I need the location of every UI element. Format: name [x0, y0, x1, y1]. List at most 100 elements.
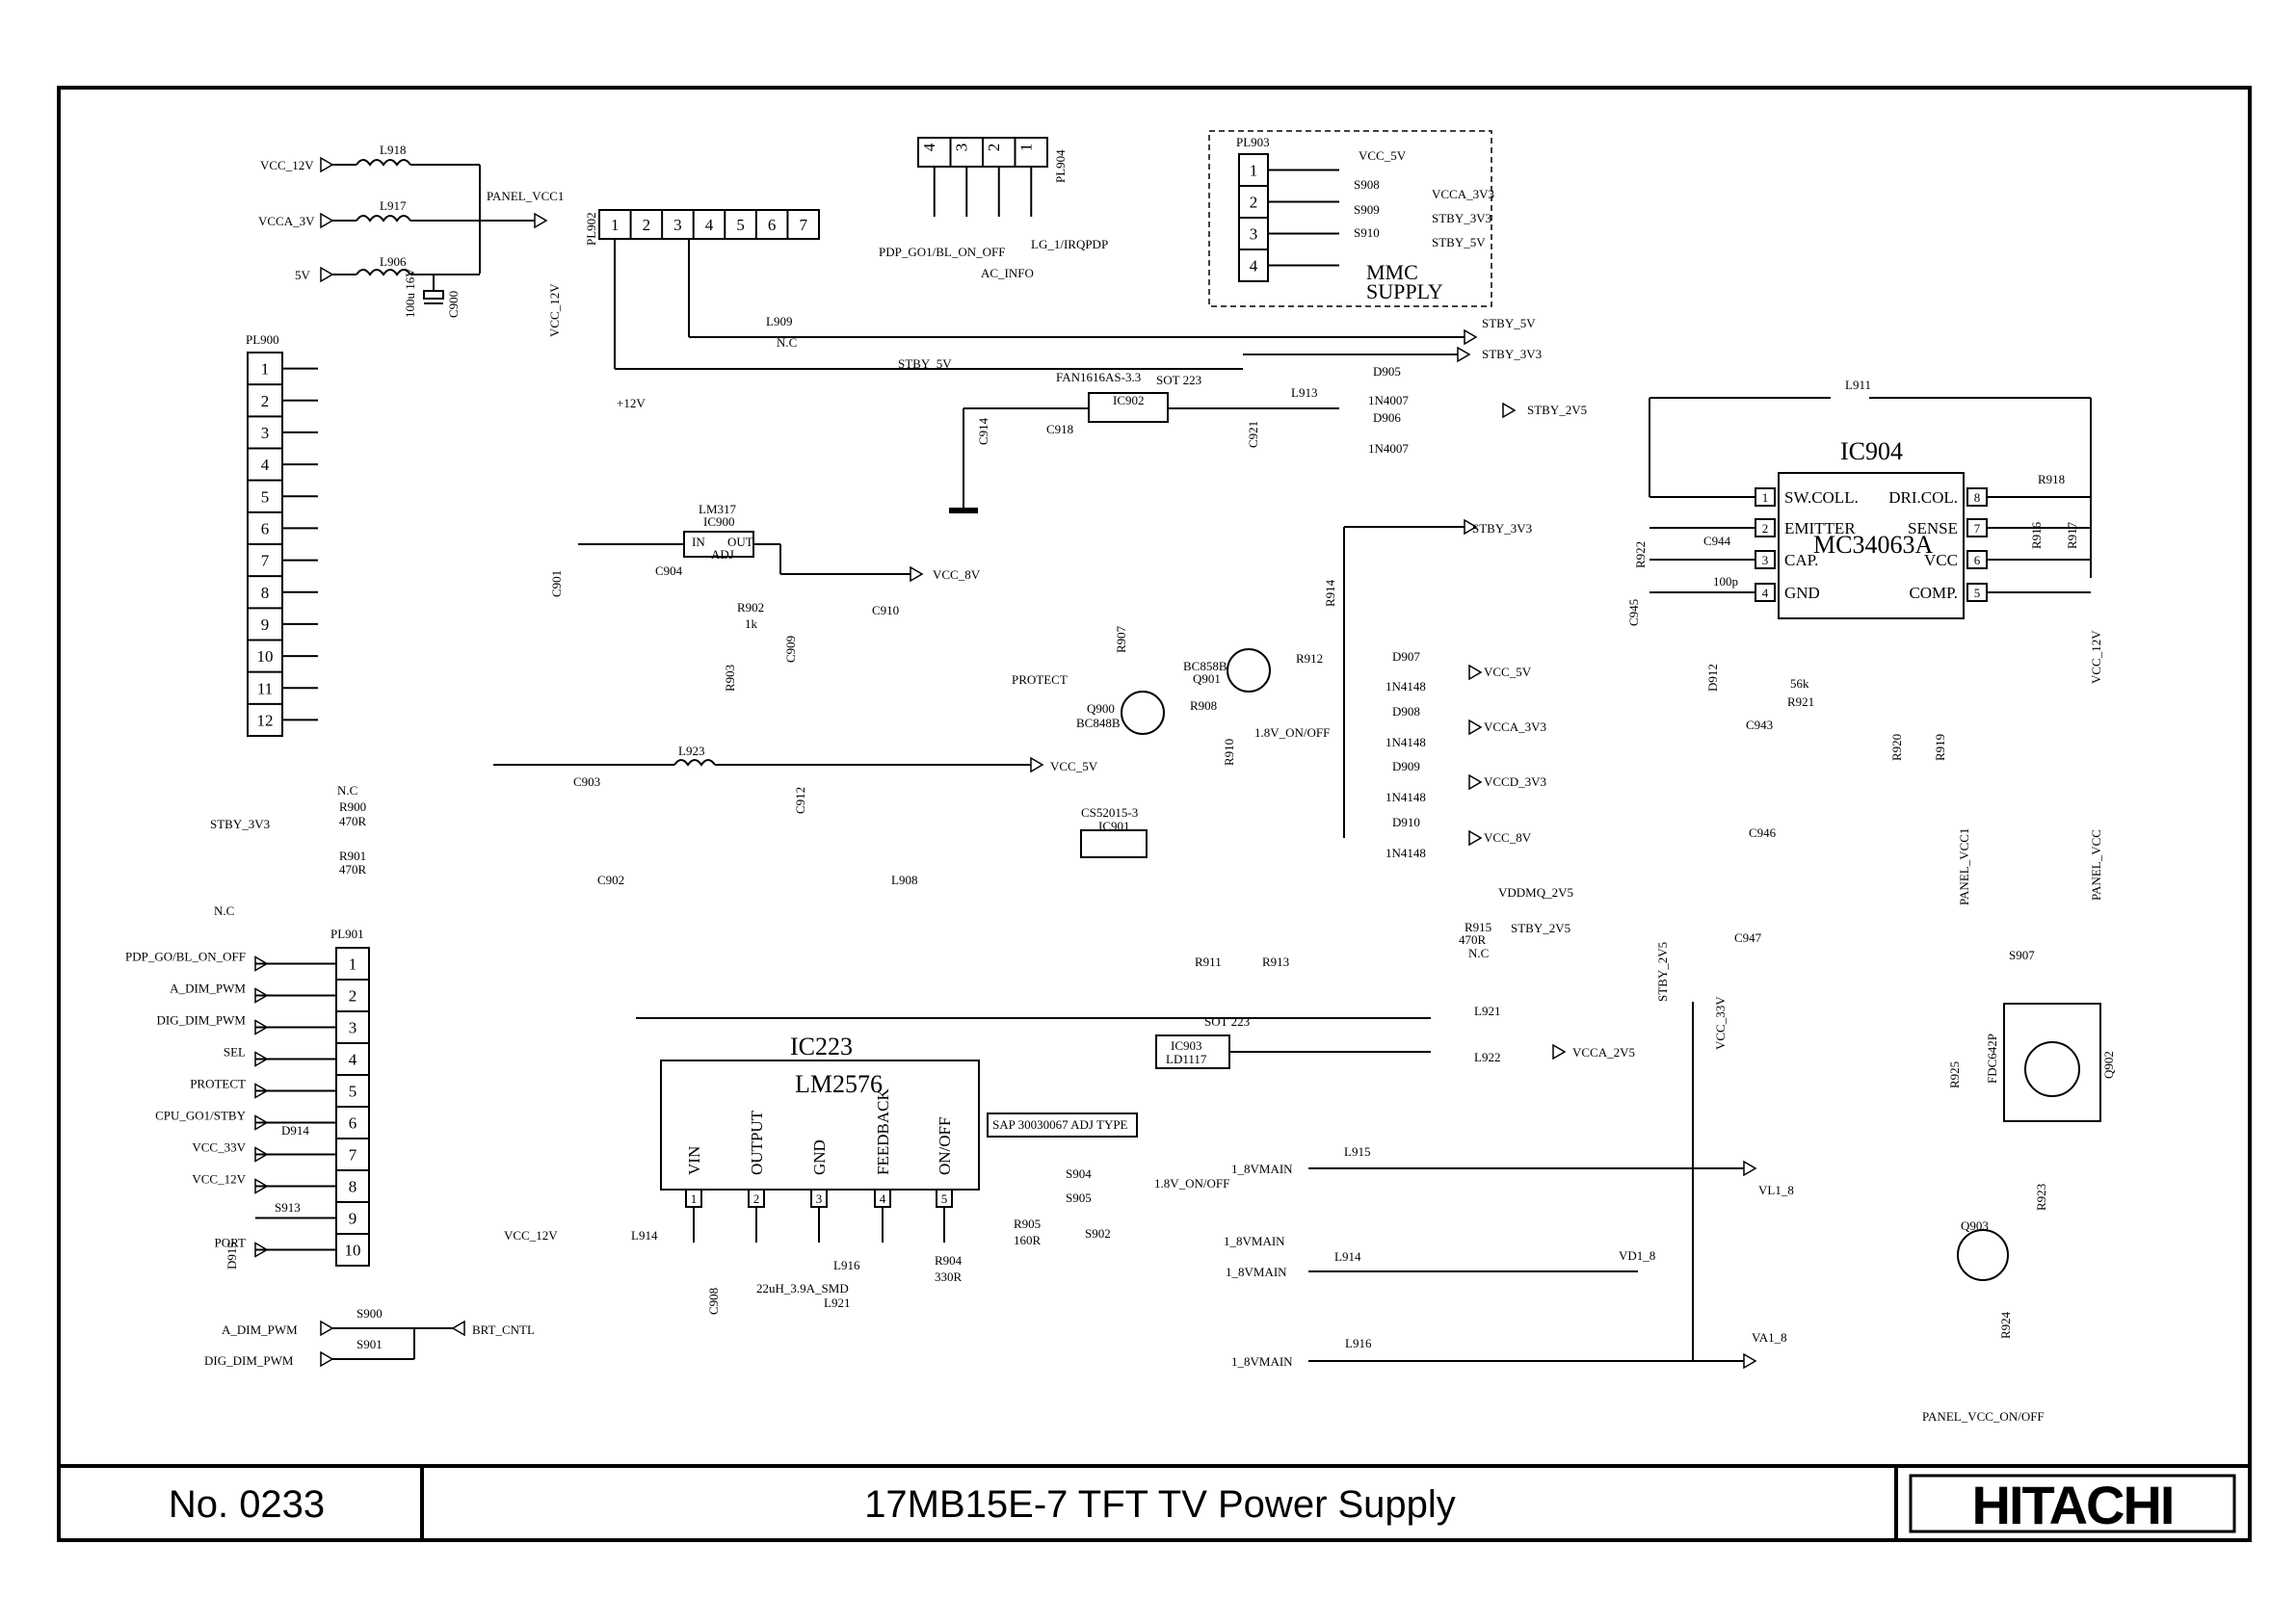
pl902-pin-4: 4 [705, 216, 714, 234]
note-nc-l909: N.C [777, 335, 797, 350]
ic902-package: SOT 223 [1156, 373, 1201, 387]
ic903-part: LD1117 [1166, 1052, 1207, 1066]
ic900-pin-in: IN [692, 535, 705, 549]
ic223-pin-5: 5 [941, 1191, 948, 1206]
diode-d912: D912 [1705, 664, 1720, 692]
net-label-va18: VA1_8 [1752, 1330, 1787, 1345]
ic223-pin-2: 2 [753, 1191, 760, 1206]
note-sap: SAP 30030067 ADJ TYPE [992, 1117, 1128, 1132]
res-r921: R921 [1787, 694, 1814, 709]
jumper-s901: S901 [356, 1337, 383, 1351]
port-arrow [254, 1083, 269, 1099]
cap-c942: C944 [1703, 534, 1731, 548]
net-label-vcc12v: VCC_12V [260, 158, 314, 172]
pl901-pin-4: 4 [349, 1051, 357, 1069]
cap-c900: C900 [446, 291, 461, 318]
res-r924: R924 [1998, 1311, 2013, 1339]
ic223-ref: IC223 [790, 1033, 853, 1060]
pl901-pin-5: 5 [349, 1083, 357, 1101]
port-arrow [254, 1051, 269, 1067]
ic904-pin-name-3: CAP. [1784, 551, 1818, 569]
vcc5v-bus: L923 VCC_5V C912 STBY_3V3 N.C R900 470R … [210, 744, 1098, 887]
diode-d914: D914 [281, 1123, 309, 1138]
net-label-stby3v3-right: STBY_3V3 [1472, 521, 1532, 536]
ic223-part: LM2576 [795, 1070, 883, 1098]
diode-d909: D909 [1392, 759, 1420, 773]
pl900-pin-1: 1 [261, 360, 270, 379]
ic904-pin-8: 8 [1974, 490, 1981, 505]
cap-c901: C901 [549, 570, 564, 597]
pl901-signal-8: VCC_12V [192, 1172, 246, 1187]
net-label-stby2v5-r915: STBY_2V5 [1511, 921, 1570, 935]
pl904-pin-2: 2 [985, 144, 1003, 152]
net-label-vcc33v: VCC_33V [1713, 996, 1728, 1050]
diode-d906: D906 [1373, 410, 1401, 425]
ic904-pin-2: 2 [1762, 521, 1769, 536]
jumper-s910: S910 [1354, 225, 1380, 240]
inductor-l912: L908 [891, 873, 917, 887]
pl900-pin-4: 4 [261, 456, 270, 474]
net-label-protect: PROTECT [1012, 672, 1068, 687]
ic223-pin-name-1: VIN [685, 1146, 703, 1175]
cap-c910: C910 [872, 603, 899, 617]
ic223-pin-name-2: OUTPUT [748, 1110, 766, 1175]
ic900-ref: IC900 [703, 514, 735, 529]
inductor-l913: L913 [1291, 385, 1317, 400]
ic903-ref: IC903 [1171, 1038, 1202, 1053]
inductor-l923: L911 [1845, 378, 1871, 392]
inductor-l910: L921 [824, 1296, 850, 1310]
ic904-part: MC34063A [1813, 531, 1933, 559]
res-r902: R902 [737, 600, 764, 615]
ic223-pin-name-5: ON/OFF [936, 1117, 954, 1175]
port-arrow [254, 987, 269, 1004]
pl901-pin-8: 8 [349, 1178, 357, 1196]
ic223-pin-3: 3 [816, 1191, 823, 1206]
cap-c909: C909 [783, 636, 798, 663]
ic904-pin-name-2: EMITTER [1784, 519, 1856, 537]
note-nc-pl901: N.C [214, 903, 234, 918]
diode-d910-value: 1N4148 [1386, 846, 1426, 860]
pl901-pin-7: 7 [349, 1146, 357, 1165]
jumper-s900: S900 [356, 1306, 383, 1321]
net-label-vcc12v-ic223: VCC_12V [504, 1228, 558, 1243]
ic904-pin-name-1: SW.COLL. [1784, 488, 1859, 507]
ic900-pin-adj: ADJ [711, 547, 734, 562]
inductor-l906: L906 [380, 254, 407, 269]
net-label-vcca2v5: VCCA_2V5 [1572, 1045, 1635, 1060]
brand-logo-box [1909, 1474, 2236, 1533]
res-r918: R918 [2038, 472, 2065, 486]
net-label-vccd3v3-d909: VCCD_3V3 [1484, 774, 1546, 789]
res-r914: R914 [1323, 579, 1337, 607]
net-label-stby5v: STBY_5V [1482, 316, 1536, 330]
res-r902-value: 1k [745, 616, 758, 631]
jumper-s911: S905 [1066, 1191, 1092, 1205]
sheet-border [57, 86, 2252, 1542]
net-label-stby3v3-left: STBY_3V3 [210, 817, 270, 831]
res-r925: R925 [1947, 1061, 1962, 1088]
net-label-vd18: VD1_8 [1619, 1248, 1655, 1263]
res-r910: R910 [1222, 739, 1236, 766]
net-label-vcca3v3-top: VCCA_3V3 [1432, 187, 1494, 201]
protect-circuit: PROTECT Q900 BC848B Q901 BC858B R907 R90… [1012, 518, 1532, 838]
res-r923: R923 [2034, 1184, 2048, 1211]
inductor-l914: L914 [1334, 1249, 1361, 1264]
net-label-18vmain-c: 1_8VMAIN [1231, 1354, 1293, 1369]
inductor-l916: L916 [1345, 1336, 1372, 1350]
diode-d910: D910 [1392, 815, 1420, 829]
drawing-title: 17MB15E-7 TFT TV Power Supply [864, 1483, 1456, 1526]
jumper-s913: S913 [275, 1200, 301, 1215]
pl901-signal-4: SEL [224, 1045, 246, 1060]
res-r904: R904 [935, 1253, 963, 1268]
pl902-pin-5: 5 [736, 216, 745, 234]
ic904-pin-name-4: GND [1784, 584, 1820, 602]
pl900-pin-2: 2 [261, 392, 270, 410]
mosfet-q902-part: FDC642P [1985, 1034, 1999, 1084]
cap-c914: C914 [976, 417, 990, 445]
ic904-pin-name-5: COMP. [1909, 584, 1958, 602]
pl901-pin-10: 10 [345, 1242, 361, 1260]
res-r915: R915 [1465, 920, 1491, 934]
net-label-ac-info: AC_INFO [981, 266, 1034, 280]
pl901-signal-2: A_DIM_PWM [170, 982, 246, 996]
